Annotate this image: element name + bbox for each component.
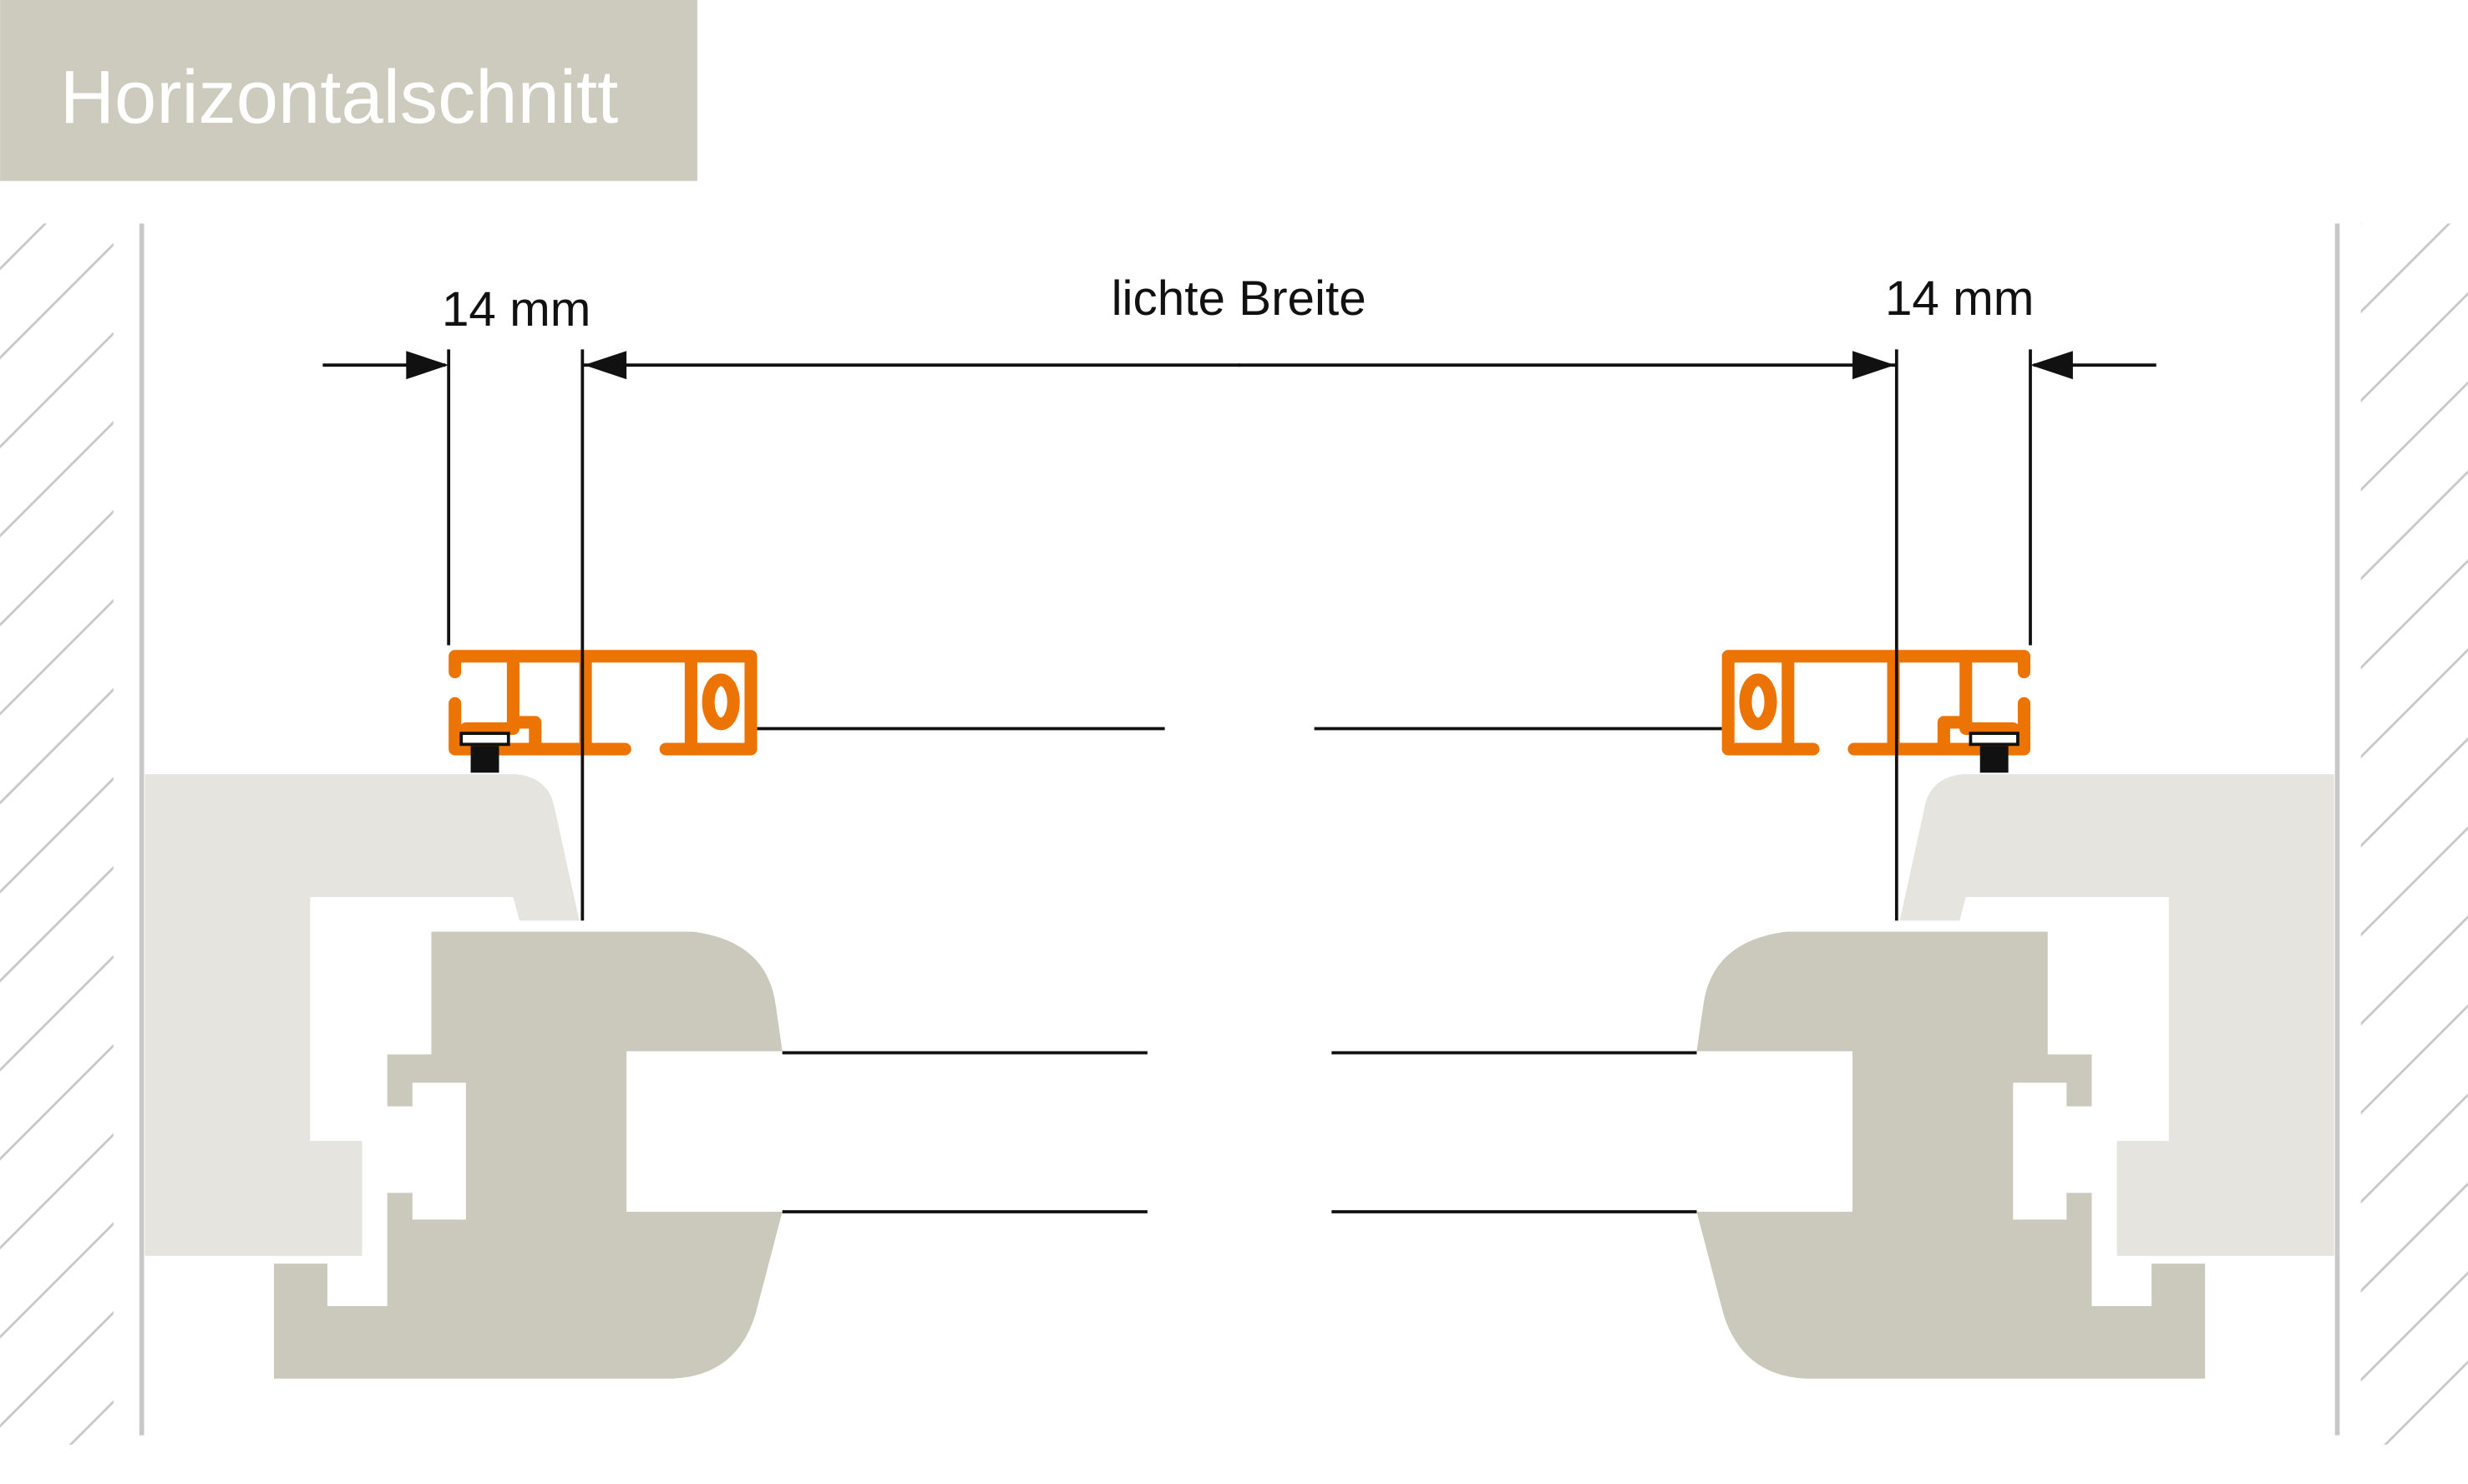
arrow-head: [584, 351, 627, 380]
arrow-head: [406, 351, 449, 380]
frame: [144, 774, 580, 1256]
left-wall-hatch: [0, 223, 114, 1445]
left-window-assembly: [144, 349, 1241, 1379]
brush-seal: [459, 732, 510, 773]
clear-width-label: lichte Breite: [1112, 271, 1366, 326]
right-window-assembly: [1239, 349, 2334, 1378]
title-box: [0, 0, 697, 181]
diagram-title: Horizontalschnitt: [60, 55, 619, 139]
orange-profile: [448, 650, 758, 756]
sash: [274, 931, 783, 1379]
right-offset-label: 14 mm: [1885, 271, 2035, 326]
right-wall-hatch: [2360, 223, 2468, 1445]
left-offset-label: 14 mm: [442, 282, 591, 337]
